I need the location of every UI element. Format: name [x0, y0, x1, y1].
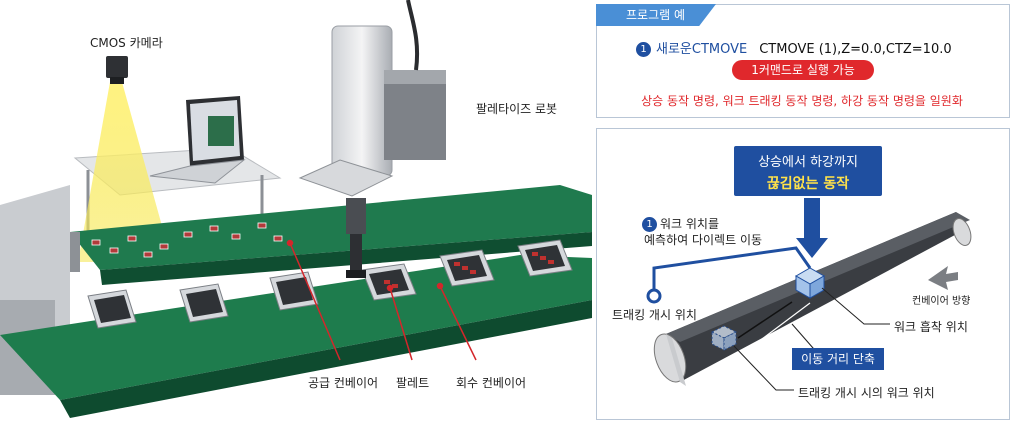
single-command-badge: 1커맨드로 실행 가능 [732, 60, 874, 80]
laptop [149, 96, 246, 184]
work-parts [91, 222, 283, 258]
supply-conveyor [70, 185, 592, 285]
camera-label: CMOS 카메라 [90, 36, 163, 50]
program-example-tab: 프로그램 예 [596, 4, 716, 26]
move-label-line-1: 워크 위치를 [660, 217, 720, 231]
seamless-motion-callout: 상승에서 하강까지 끊김없는 동작 [734, 146, 882, 196]
work-at-start-label: 트래킹 개시 시의 워크 위치 [798, 386, 935, 400]
leader-lines [286, 239, 477, 361]
new-command-name: 새로운CTMOVE [656, 42, 748, 57]
distance-shortened-tag: 이동 거리 단축 [792, 348, 884, 370]
callout-line-1: 상승에서 하강까지 [758, 155, 858, 170]
move-label-line-2: 예측하여 다이렉트 이동 [644, 233, 763, 247]
step-number-badge-2: 1 [642, 217, 657, 232]
work-movement-arrow [737, 301, 793, 339]
direct-move-path [652, 246, 812, 296]
work-at-pick-position [794, 267, 826, 299]
tracking-start-marker [646, 288, 662, 304]
palletize-robot [298, 0, 446, 278]
command-unification-note: 상승 동작 명령, 워크 트래킹 동작 명령, 하강 동작 명령을 일원화 [641, 94, 963, 108]
supply-conveyor-label: 공급 컨베이어 [308, 376, 379, 390]
command-line: 1 새로운CTMOVE CTMOVE (1),Z=0.0,CTZ=10.0 [636, 38, 952, 57]
step-number-badge: 1 [636, 42, 651, 57]
cmos-camera-icon [106, 56, 128, 84]
work-at-tracking-start [710, 325, 738, 351]
pallet-label: 팔레트 [396, 376, 430, 390]
callout-pointer-icon [796, 198, 828, 258]
robot-label: 팔레타이즈 로봇 [476, 102, 558, 116]
work-pick-position-label: 워크 흡착 위치 [894, 320, 968, 334]
return-conveyor-label: 회수 컨베이어 [456, 376, 527, 390]
conveyor-direction-label: 컨베이어 방향 [912, 296, 971, 307]
command-text: CTMOVE (1),Z=0.0,CTZ=10.0 [759, 42, 952, 57]
callout-line-2: 끊김없는 동작 [766, 176, 850, 192]
tracking-start-label: 트래킹 개시 위치 [612, 308, 697, 322]
camera-light-beam [78, 82, 172, 262]
tracking-diagram [646, 198, 972, 391]
factory-illustration [0, 0, 592, 418]
return-conveyor [0, 255, 592, 418]
conveyor-direction-arrow-icon [928, 266, 958, 290]
